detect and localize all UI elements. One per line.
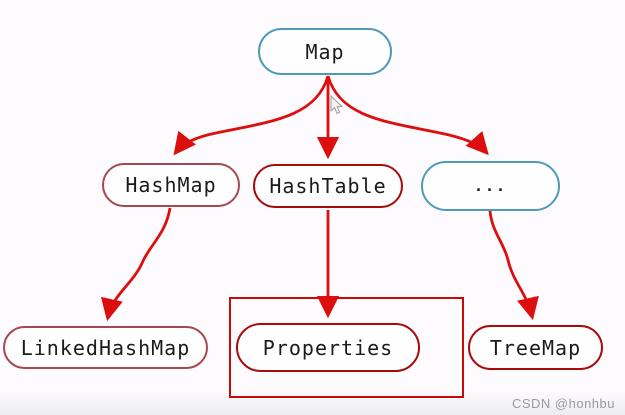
node-hashmap: HashMap	[102, 163, 240, 207]
node-properties-label: Properties	[262, 335, 394, 360]
node-properties: Properties	[236, 323, 420, 372]
edge-ellipsis-to-treemap	[488, 210, 539, 321]
node-hashtable: HashTable	[253, 164, 403, 208]
edge-hashmap-to-linkedhashmap	[100, 207, 172, 322]
node-treemap-label: TreeMap	[489, 335, 582, 360]
mouse-cursor-icon	[330, 95, 344, 115]
csdn-watermark: CSDN @honhbu	[511, 396, 615, 411]
node-linkedhashmap: LinkedHashMap	[3, 326, 208, 369]
node-ellipsis-label: ...	[473, 177, 508, 195]
node-map-label: Map	[305, 39, 345, 64]
node-ellipsis: ...	[421, 161, 560, 211]
node-hashmap-label: HashMap	[125, 173, 217, 197]
edge-map-to-ellipsis	[326, 75, 489, 156]
edge-map-to-hashmap	[173, 75, 330, 156]
node-map: Map	[258, 28, 392, 75]
node-hashtable-label: HashTable	[269, 174, 387, 198]
node-treemap: TreeMap	[468, 325, 603, 370]
properties-highlight-box	[229, 297, 464, 398]
node-linkedhashmap-label: LinkedHashMap	[20, 335, 191, 360]
